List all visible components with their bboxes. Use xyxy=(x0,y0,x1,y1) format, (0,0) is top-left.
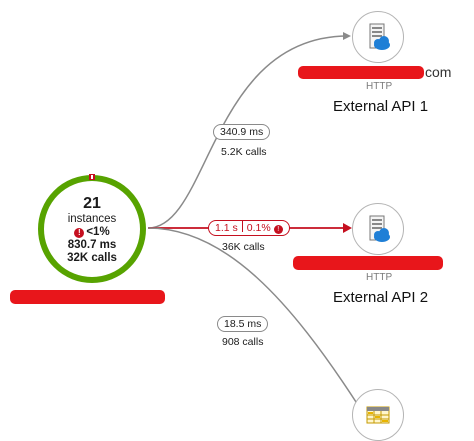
external-api-2-title: External API 2 xyxy=(333,289,429,306)
edge-3-calls: 908 calls xyxy=(222,336,264,348)
error-icon: ! xyxy=(74,228,85,238)
server-cloud-icon xyxy=(369,23,390,50)
protocol-label: HTTP xyxy=(366,81,393,92)
external-api-1-title: External API 1 xyxy=(333,98,429,115)
error-rate-row: !<1% xyxy=(36,226,148,239)
external-api-1-node[interactable] xyxy=(352,11,404,63)
edge-arrow-2 xyxy=(343,223,352,233)
table-icon xyxy=(366,406,390,424)
edge-2-duration: 1.1 s xyxy=(215,222,238,234)
edge-2-duration-pill[interactable]: 1.1 s 0.1%! xyxy=(208,220,290,236)
error-rate: <1% xyxy=(86,226,110,238)
edge-1-calls: 5.2K calls xyxy=(221,146,267,158)
call-count: 32K calls xyxy=(67,252,117,264)
redacted-domain-1 xyxy=(298,66,424,79)
edge-1-duration: 340.9 ms xyxy=(220,126,264,138)
redacted-domain-2 xyxy=(293,256,443,270)
edge-3-duration: 18.5 ms xyxy=(224,318,262,330)
pill-separator xyxy=(241,221,243,232)
table-storage-node[interactable] xyxy=(352,389,404,441)
app-node[interactable]: 21 instances !<1% 830.7 ms 32K calls xyxy=(36,173,148,285)
avg-duration: 830.7 ms xyxy=(67,239,117,251)
edge-2-calls: 36K calls xyxy=(222,241,265,253)
error-icon: ! xyxy=(273,225,283,234)
instance-count: 21 xyxy=(83,195,101,212)
protocol-label: HTTP xyxy=(366,272,393,283)
edge-1-duration-pill[interactable]: 340.9 ms xyxy=(213,124,271,140)
server-cloud-icon xyxy=(369,215,390,242)
external-api-2-node[interactable] xyxy=(352,203,404,255)
instances-label: instances xyxy=(67,213,117,225)
edge-to-table-storage[interactable] xyxy=(147,227,359,406)
domain-suffix: com xyxy=(425,64,452,80)
edge-arrow-1 xyxy=(343,32,351,40)
edge-2-error-rate: 0.1% xyxy=(246,222,271,234)
redacted-app-name xyxy=(10,290,165,304)
edge-3-duration-pill[interactable]: 18.5 ms xyxy=(217,316,269,332)
